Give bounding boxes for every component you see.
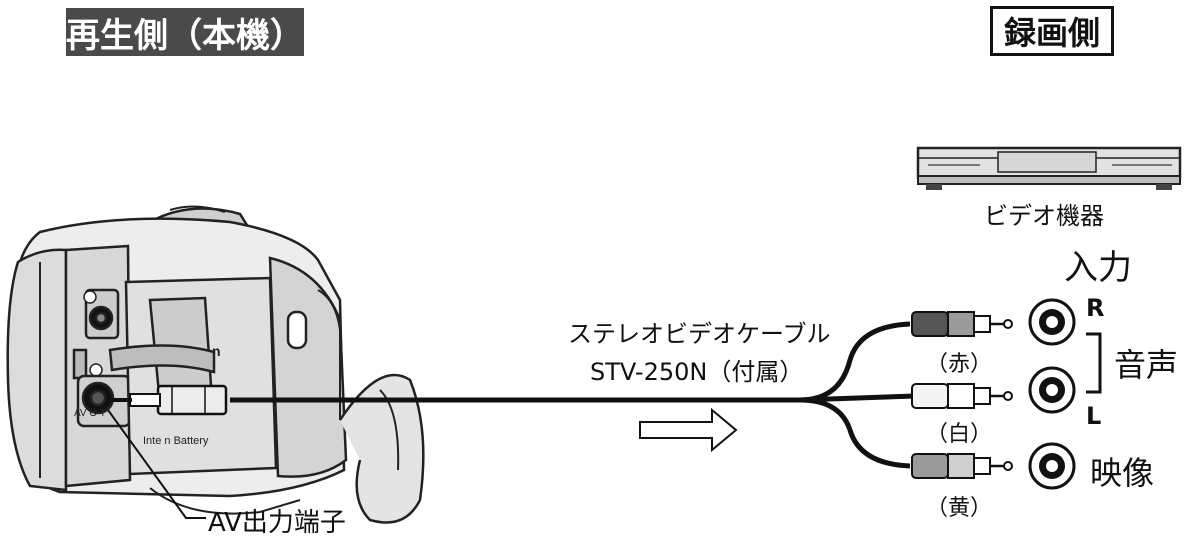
av-out-label: AV出力端子 <box>208 508 346 538</box>
cable-model-label: STV-250N（付属） <box>590 358 804 386</box>
plug-yellow-label: （黄） <box>926 496 993 521</box>
cable-name-label: ステレオビデオケーブル <box>568 320 831 348</box>
playback-side-tag: 再生側（本機） <box>66 8 304 56</box>
video-label: 映像 <box>1090 454 1155 492</box>
plug-white-label: （白） <box>926 422 993 447</box>
rca-plug-white <box>911 383 1013 409</box>
video-device-label: ビデオ機器 <box>984 202 1104 230</box>
recording-side-tag: 録画側 <box>990 6 1114 56</box>
av-port-label: AV O T <box>74 408 106 419</box>
direction-arrow <box>639 407 738 453</box>
av-out-leader <box>107 409 206 519</box>
input-label: 入力 <box>1064 248 1132 288</box>
av-cable <box>110 321 916 469</box>
rca-plug-yellow <box>911 453 1013 479</box>
brand-fragment: n <box>212 343 221 359</box>
jack-l-label: L <box>1086 402 1102 430</box>
camcorder-illustration <box>6 205 425 524</box>
audio-label: 音声 <box>1114 346 1179 384</box>
video-device-illustration <box>916 146 1182 190</box>
jack-audio-r <box>1028 298 1076 346</box>
jack-r-label: R <box>1086 294 1105 322</box>
jack-audio-l <box>1028 366 1076 414</box>
jack-video <box>1028 442 1076 490</box>
plug-red-label: （赤） <box>926 352 993 377</box>
audio-bracket <box>1086 332 1102 394</box>
rca-plug-red <box>911 311 1013 337</box>
battery-text: Inte n Battery <box>143 435 209 447</box>
